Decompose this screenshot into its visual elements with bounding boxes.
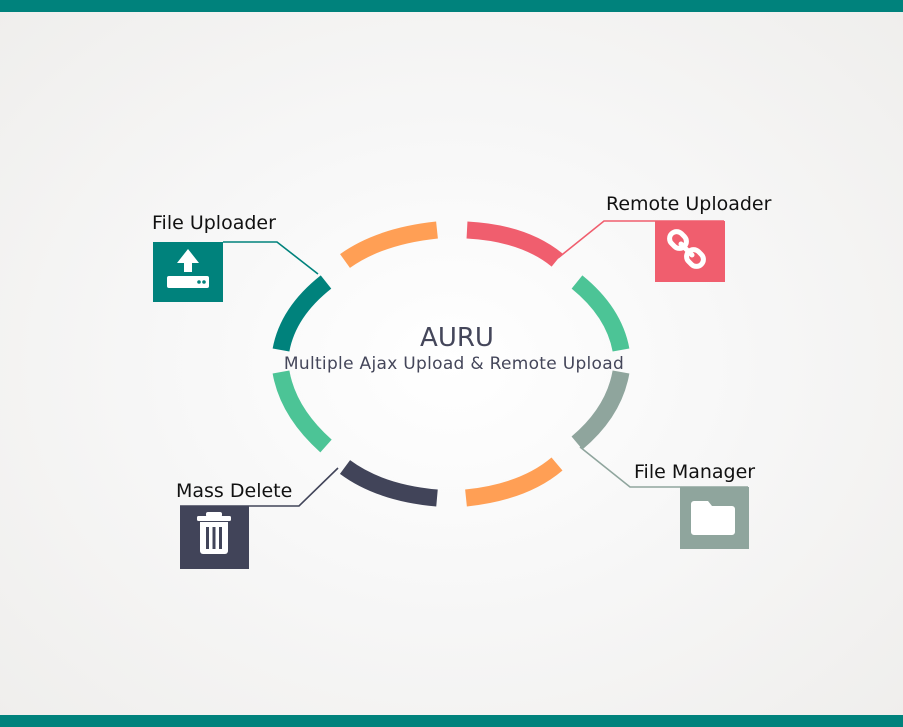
ring-segment-right-upper	[571, 275, 630, 352]
file-manager-label: File Manager	[634, 461, 755, 483]
folder-icon	[691, 501, 735, 535]
link-icon	[667, 229, 706, 269]
ring-segment-left-lower	[272, 370, 332, 453]
upload-icon	[167, 249, 209, 288]
trash-icon	[197, 512, 231, 554]
remote-uploader-label: Remote Uploader	[606, 193, 772, 215]
ring	[272, 221, 630, 507]
ring-segment-top-left	[340, 221, 438, 269]
ring-segment-bottom-right	[465, 457, 563, 507]
ring-segment-right-lower	[571, 370, 630, 450]
top-bar	[0, 0, 903, 12]
ring-segment-top-right	[466, 221, 563, 267]
bottom-bar	[0, 715, 903, 727]
connector-file-uploader	[223, 241, 319, 275]
mass-delete-label: Mass Delete	[176, 480, 292, 502]
ring-segment-left-upper	[272, 275, 332, 352]
ring-segment-bottom-left	[339, 460, 438, 507]
center-subtitle: Multiple Ajax Upload & Remote Upload	[284, 354, 624, 374]
file-uploader-label: File Uploader	[152, 212, 276, 234]
center-title: AURU	[420, 323, 494, 353]
